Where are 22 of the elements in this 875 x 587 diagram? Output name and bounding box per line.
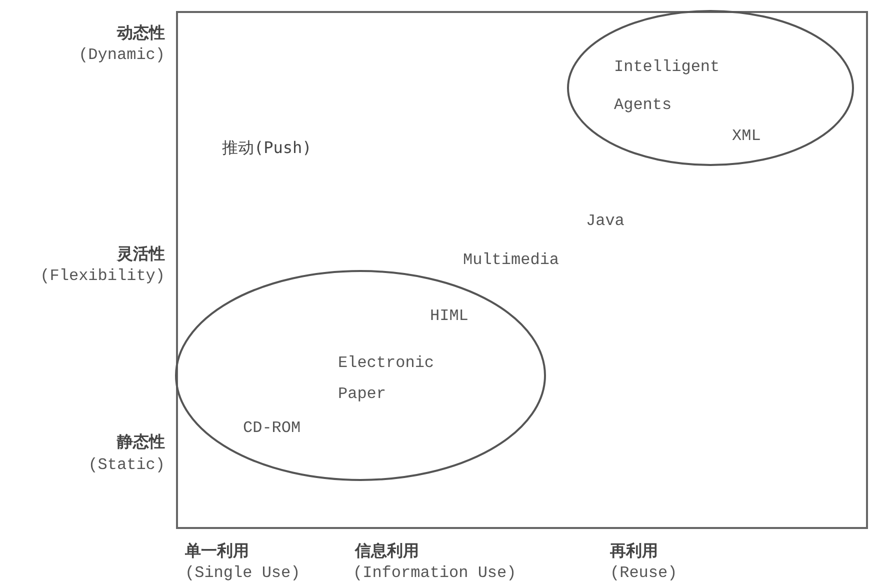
item-label: XML <box>732 126 761 146</box>
axis-label: (Flexibility) <box>40 266 165 286</box>
item-label: Electronic Paper <box>338 353 436 405</box>
item-label: Multimedia <box>463 250 560 270</box>
axis-label: (Reuse) <box>610 563 678 583</box>
axis-label: 动态性 <box>117 23 165 43</box>
axis-label: (Single Use) <box>185 563 300 583</box>
item-label: HIML <box>430 306 468 326</box>
ellipse-region <box>175 270 546 481</box>
item-label: Intelligent Agents <box>614 57 721 116</box>
item-label: Java <box>586 211 624 231</box>
item-label: CD-ROM <box>243 418 301 438</box>
axis-label: 单一利用 <box>185 541 249 561</box>
axis-label: 信息利用 <box>355 541 419 561</box>
axis-label: 再利用 <box>610 541 658 561</box>
axis-label: (Static) <box>88 455 165 475</box>
item-label: 推动(Push) <box>222 138 312 158</box>
axis-label: (Dynamic) <box>78 45 165 65</box>
axis-label: 灵活性 <box>117 244 165 264</box>
axis-label: (Information Use) <box>353 563 516 583</box>
ellipse-region <box>567 10 854 166</box>
axis-label: 静态性 <box>117 432 165 452</box>
